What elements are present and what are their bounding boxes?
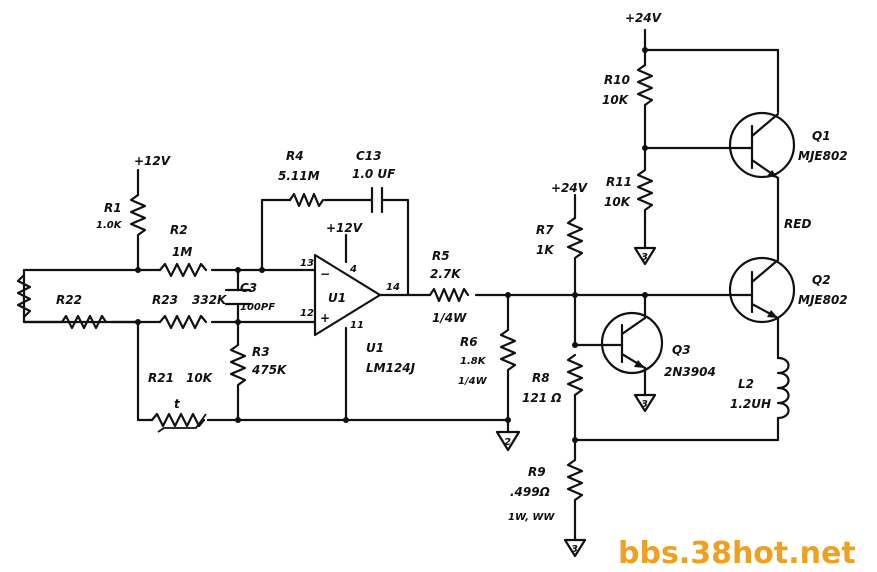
junction-dots — [135, 47, 648, 443]
c13-ref-label: C13 — [356, 149, 382, 163]
q1-ref-label: Q1 — [812, 129, 831, 143]
r2-resistor — [158, 262, 208, 278]
r7-ref-label: R7 — [536, 223, 554, 237]
r9-rating-label: 1W, WW — [508, 512, 555, 523]
u1-supply-label: +12V — [326, 221, 364, 235]
ground-r11-label: 3 — [641, 252, 648, 263]
u1-pin4-label: 4 — [349, 264, 357, 275]
ground-r9 — [563, 538, 587, 558]
u1-minus-sign: − — [320, 267, 330, 281]
q3-transistor — [600, 311, 664, 375]
c3-ref-label: C3 — [240, 281, 257, 295]
ground-r9-label: 3 — [571, 544, 578, 555]
ground-r6 — [495, 430, 521, 452]
r6-resistor — [499, 328, 517, 377]
r3-ref-label: R3 — [252, 345, 270, 359]
q3-part-label: 2N3904 — [664, 365, 716, 379]
r21-value-label: 10K — [186, 371, 214, 385]
u1-pin11-label: 11 — [350, 320, 364, 331]
top-supply-label: +24V — [625, 11, 663, 25]
c3-value-label: 100PF — [240, 302, 275, 313]
ground-r6-label: 2 — [504, 437, 511, 448]
l2-ref-label: L2 — [738, 377, 754, 391]
r23-value-label: 332K — [192, 293, 228, 307]
u1-pin14-label: 14 — [386, 282, 400, 293]
r8-resistor — [566, 353, 584, 397]
r5-value-label: 2.7K — [430, 267, 462, 281]
r7-value-label: 1K — [536, 243, 555, 257]
r7-resistor — [566, 216, 584, 272]
r7-supply-label: +24V — [551, 181, 589, 195]
u1-pin13-label: 13 — [300, 258, 314, 269]
r4-value-label: 5.11M — [278, 169, 320, 183]
r5-power-label: 1/4W — [432, 311, 467, 325]
l2-value-label: 1.2UH — [730, 397, 771, 411]
r2-value-label: 1M — [172, 245, 192, 259]
r9-ref-label: R9 — [528, 465, 546, 479]
q3-ref-label: Q3 — [672, 343, 691, 357]
r21-t-label: t — [174, 397, 181, 411]
r4-ref-label: R4 — [286, 149, 304, 163]
c13-capacitor — [370, 186, 384, 214]
r4-resistor — [288, 192, 325, 208]
r2-ref-label: R2 — [170, 223, 188, 237]
r8-value-label: 121 Ω — [522, 391, 561, 405]
r22-resistor — [60, 314, 108, 330]
r21-ref-label: R21 — [148, 371, 174, 385]
site-watermark: bbs.38hot.net — [618, 536, 856, 571]
q2-part-label: MJE802 — [798, 293, 848, 307]
wires — [22, 28, 780, 542]
ground-q3-label: 3 — [641, 399, 648, 410]
r5-resistor — [428, 287, 470, 303]
ground-r11 — [633, 246, 657, 266]
r21-resistor — [150, 412, 206, 428]
u1-part-ref: U1 — [366, 341, 384, 355]
r10-resistor — [636, 63, 654, 120]
r23-ref-label: R23 — [152, 293, 178, 307]
u1-opamp — [313, 253, 382, 337]
r1-resistor — [129, 193, 147, 242]
r23-resistor — [158, 314, 208, 330]
r6-value-label: 1.8K — [460, 356, 487, 367]
r11-resistor — [636, 168, 654, 220]
r1-supply-label: +12V — [134, 154, 172, 168]
r3-resistor — [229, 343, 247, 394]
r1-value-label: 1.0K — [96, 220, 123, 231]
r11-value-label: 10K — [604, 195, 632, 209]
red-wire-label: RED — [784, 217, 811, 231]
q1-transistor — [728, 111, 796, 180]
ground-q3 — [633, 393, 657, 413]
r10-value-label: 10K — [602, 93, 630, 107]
r3-value-label: 475K — [251, 363, 288, 377]
u1-pin12-label: 12 — [300, 308, 314, 319]
r11-ref-label: R11 — [606, 175, 632, 189]
r9-resistor — [566, 458, 584, 514]
q2-ref-label: Q2 — [812, 273, 831, 287]
r6-ref-label: R6 — [460, 335, 478, 349]
r22-ref-label: R22 — [56, 293, 82, 307]
r10-ref-label: R10 — [604, 73, 630, 87]
r9-value-label: .499Ω — [510, 485, 550, 499]
c13-value-label: 1.0 UF — [352, 167, 396, 181]
r8-ref-label: R8 — [532, 371, 550, 385]
q1-part-label: MJE802 — [798, 149, 848, 163]
u1-part-label: LM124J — [366, 361, 416, 375]
r6-power-label: 1/4W — [458, 376, 488, 387]
q2-transistor — [728, 256, 796, 324]
u1-plus-sign: + — [320, 311, 330, 325]
sensor-resistor — [16, 273, 32, 319]
u1-ref-label: U1 — [328, 291, 346, 305]
r5-ref-label: R5 — [432, 249, 450, 263]
r1-ref-label: R1 — [104, 201, 122, 215]
r21-thermistor-slash — [157, 413, 207, 433]
l2-inductor — [776, 356, 790, 420]
c3-capacitor — [224, 288, 252, 306]
